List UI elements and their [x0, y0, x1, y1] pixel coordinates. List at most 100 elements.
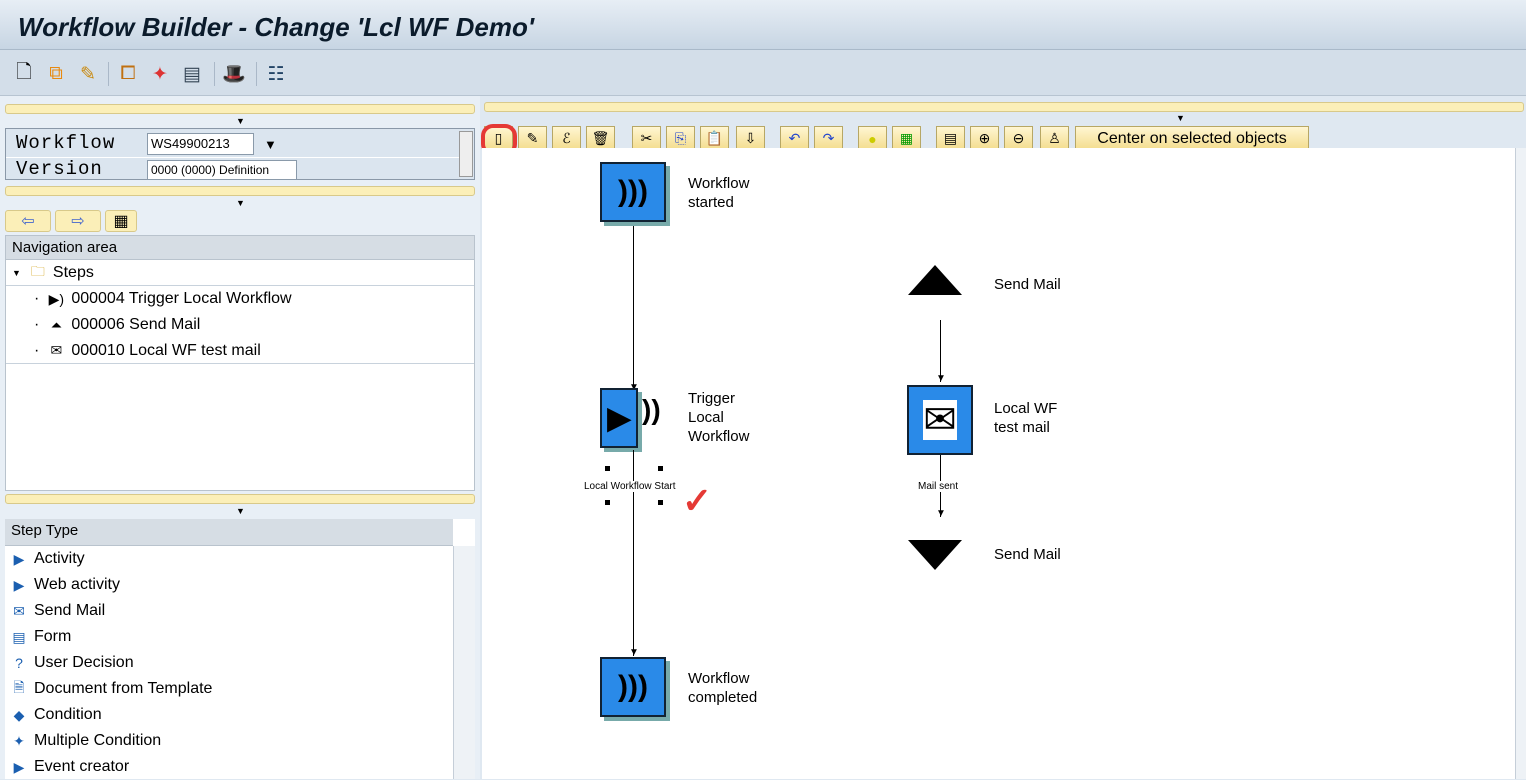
forward-button[interactable]: ⇨ — [55, 210, 101, 232]
magic-wand-icon[interactable]: ✦ — [152, 63, 168, 85]
activity-icon: ▶ — [13, 550, 25, 567]
collapse-icon[interactable]: ▼ — [236, 198, 245, 208]
send-mail-step-icon[interactable]: ✉ — [907, 385, 973, 455]
zoom-out-icon[interactable]: ⊖ — [1004, 126, 1033, 151]
new-document-icon[interactable]: 🗋 — [16, 62, 32, 83]
pencil-icon[interactable]: ✎ — [518, 126, 547, 151]
step-type-label: Condition — [34, 706, 102, 723]
window-title: Workflow Builder - Change 'Lcl WF Demo' — [18, 12, 535, 42]
nav-label: 000010 Local WF test mail — [71, 341, 261, 359]
copy-icon[interactable]: ⧉ — [49, 63, 63, 84]
workflow-input[interactable]: WS49900213 — [147, 133, 254, 155]
dropdown-icon[interactable]: ▼ — [264, 137, 277, 152]
document-template-icon: 🗎 — [13, 679, 25, 695]
version-select[interactable]: 0000 (0000) Definition — [147, 160, 297, 180]
step-type-list: Step Type ▶ Activity ▶ Web activity ✉ Send Ma… — [5, 519, 475, 779]
send-mail-top-label: Send Mail — [994, 276, 1061, 293]
person-icon[interactable]: ♙ — [1040, 126, 1069, 151]
nav-label: 000006 Send Mail — [71, 316, 201, 333]
step-type-label: Activity — [34, 550, 85, 567]
navigation-header: Navigation area — [6, 236, 474, 260]
step-type-label: Event creator — [34, 758, 130, 775]
scrollbar[interactable] — [453, 546, 475, 779]
web-activity-icon: ▶ — [13, 576, 25, 593]
block-start-icon[interactable] — [908, 265, 962, 295]
nav-item[interactable]: ·✉000010 Local WF test mail — [6, 338, 474, 364]
trigger-step-icon[interactable]: ▶ — [600, 388, 638, 448]
cut-icon[interactable]: ✂ — [632, 126, 661, 151]
title-bar: Workflow Builder - Change 'Lcl WF Demo' — [0, 0, 1526, 50]
table-icon[interactable]: ☷ — [267, 63, 285, 85]
check-icon[interactable]: ● — [858, 126, 887, 151]
send-mail-icon: ✉ — [13, 602, 25, 619]
version-label: Version — [16, 158, 103, 180]
collapse-icon[interactable]: ▼ — [236, 116, 245, 126]
mail-icon: ✉ — [50, 342, 63, 358]
folder-icon: 🗀 — [30, 262, 45, 279]
application-toolbar — [0, 50, 1526, 96]
edit-icon[interactable]: ✎ — [80, 63, 96, 85]
block-end-icon[interactable] — [908, 540, 962, 570]
step-type-item[interactable]: ▶ Web activity — [5, 572, 475, 598]
step-type-item[interactable]: ▤ Form — [5, 624, 475, 650]
multiple-condition-icon: ✦ — [13, 732, 25, 749]
trigger-icon: ▶) — [48, 290, 65, 307]
tree-label: Steps — [52, 263, 94, 281]
user-decision-icon: ? — [15, 655, 23, 671]
form-icon: ▤ — [12, 628, 26, 645]
send-mail-bottom-label: Send Mail — [994, 546, 1061, 563]
tree-root-steps[interactable]: ▼🗀Steps — [6, 260, 474, 286]
step-type-label: Multiple Condition — [34, 732, 162, 749]
collapse-icon[interactable]: ▼ — [236, 506, 245, 516]
back-button[interactable]: ⇦ — [5, 210, 51, 232]
header-form: Workflow WS49900213 ▼ Version 0000 (0000… — [5, 128, 475, 180]
workflow-label: Workflow — [16, 132, 116, 154]
outcome-label[interactable]: Local Workflow Start — [584, 481, 676, 492]
navigation-area: Navigation area ▼🗀Steps ·▶)000004 Trigge… — [5, 235, 475, 491]
step-type-label: Form — [34, 628, 72, 645]
signal-icon: )) — [642, 394, 661, 425]
send-mail-block-icon: ⏶ — [50, 316, 62, 333]
trash-icon[interactable]: 🗑 — [586, 126, 615, 151]
event-creator-icon: ▶ — [13, 758, 25, 775]
center-selected-button[interactable]: Center on selected objects — [1075, 126, 1309, 151]
step-type-label: Send Mail — [34, 602, 106, 619]
step-type-item[interactable]: ? User Decision — [5, 650, 475, 676]
step-type-label: User Decision — [34, 654, 134, 671]
screen-icon[interactable]: ▤ — [183, 63, 201, 85]
canvas-scrollbar[interactable] — [1515, 148, 1526, 779]
step-type-item[interactable]: ✦ Multiple Condition — [5, 728, 475, 754]
checkmark-icon: ✓ — [682, 480, 713, 521]
undo-icon[interactable]: ↶ — [780, 126, 809, 151]
nav-item[interactable]: ·⏶000006 Send Mail — [34, 316, 201, 333]
step-type-item[interactable]: ◆ Condition — [5, 702, 475, 728]
step-type-item[interactable]: ▶ Event creator — [5, 754, 475, 780]
workflow-completed-event-icon[interactable]: ))) — [600, 657, 666, 717]
nav-label: 000004 Trigger Local Workflow — [71, 290, 292, 307]
step-type-header: Step Type — [5, 519, 453, 546]
workflow-started-event-icon[interactable]: ))) — [600, 162, 666, 222]
nav-item[interactable]: ·▶)000004 Trigger Local Workflow — [34, 290, 292, 307]
outcome-label[interactable]: Mail sent — [918, 481, 959, 492]
hat-icon[interactable]: 🎩 — [222, 64, 246, 85]
step-type-item[interactable]: ▶ Activity — [5, 546, 475, 572]
zoom-in-icon[interactable]: ⊕ — [970, 126, 999, 151]
workflow-structure-icon[interactable]: ⧠ — [120, 63, 136, 84]
arrow-icon: ▼ — [629, 382, 639, 393]
copy-icon[interactable]: ⎘ — [666, 126, 695, 151]
step-type-item[interactable]: ✉ Send Mail — [5, 598, 475, 624]
connect-icon[interactable]: ℰ — [552, 126, 581, 151]
collapse-icon[interactable]: ▼ — [1176, 113, 1185, 123]
scrollbar[interactable] — [459, 131, 473, 177]
overview-icon[interactable]: ▦ — [105, 210, 137, 232]
align-icon[interactable]: ▤ — [936, 126, 965, 151]
step-type-item[interactable]: 🗎 Document from Template — [5, 676, 475, 702]
condition-icon: ◆ — [13, 706, 25, 723]
step-type-label: Web activity — [34, 576, 120, 593]
step-type-label: Document from Template — [34, 680, 213, 697]
